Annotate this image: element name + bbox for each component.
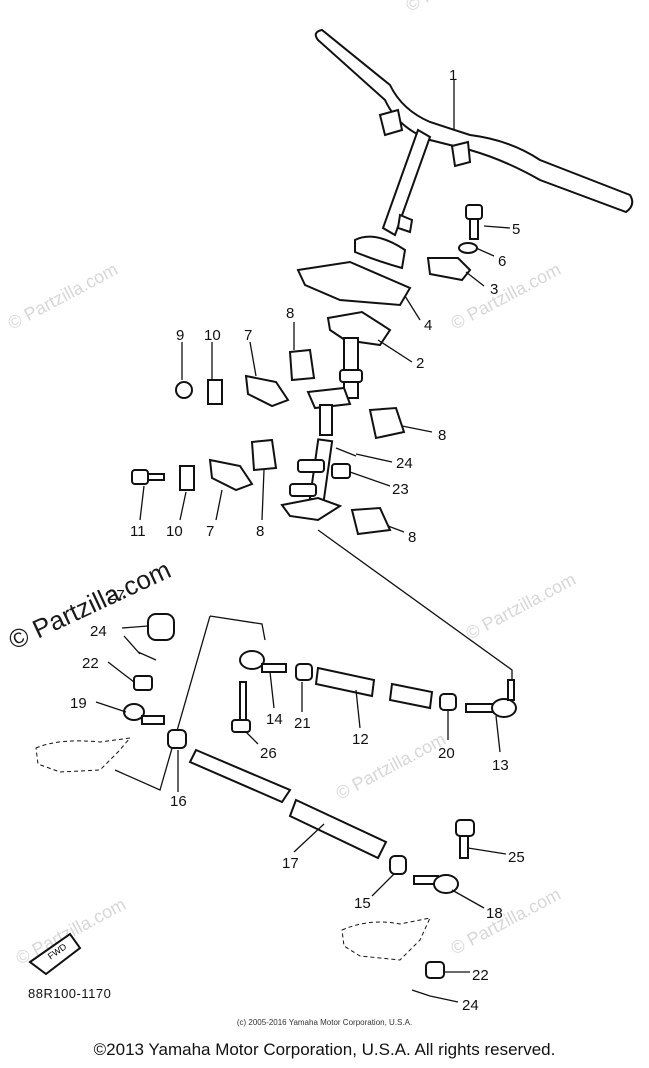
part-10-plate <box>207 379 223 405</box>
copyright-notice: ©2013 Yamaha Motor Corporation, U.S.A. A… <box>93 1040 556 1059</box>
part-14-tie-rod-end <box>239 650 287 673</box>
callout-label: 24 <box>90 623 107 640</box>
watermark: © Partzilla.com <box>462 569 578 644</box>
part-12-tube <box>388 682 434 710</box>
part-24-cotter-pin <box>335 447 357 457</box>
callout-label: 10 <box>204 327 221 344</box>
callout-label: 11 <box>130 523 146 540</box>
part-8-bushing <box>368 406 406 440</box>
part-12-tube <box>314 666 376 698</box>
callout-label: 2 <box>416 355 424 372</box>
part-8-bushing <box>250 438 278 472</box>
callout-label: 7 <box>206 523 214 540</box>
part-7-clamp <box>244 374 290 408</box>
callout-label: 7 <box>244 327 252 344</box>
callout-label: 4 <box>424 317 432 334</box>
callout-label: 20 <box>438 745 455 762</box>
credit-line: (c) 2005-2016 Yamaha Motor Corporation, … <box>236 1018 413 1027</box>
bracket-line <box>209 615 266 641</box>
callout-label: 21 <box>294 715 311 732</box>
callout-label: 27 <box>108 587 125 604</box>
lower-shaft <box>280 438 343 522</box>
callout-label: 22 <box>82 655 99 672</box>
part-10-plate <box>179 465 195 491</box>
callout-label: 12 <box>352 731 369 748</box>
part-6-washer <box>458 242 478 254</box>
watermark: © Partzilla.com <box>447 884 563 959</box>
part-5-bolt <box>465 204 483 240</box>
part-17-rod <box>188 748 292 804</box>
callout-label: 16 <box>170 793 187 810</box>
callout-label: 26 <box>260 745 277 762</box>
part-3-holder <box>426 257 472 282</box>
part-7-clamp <box>208 458 254 492</box>
knuckle-outline <box>35 737 132 773</box>
callout-label: 13 <box>492 757 509 774</box>
callout-label: 23 <box>392 481 409 498</box>
callout-label: 9 <box>176 327 184 344</box>
part-25-bolt <box>455 819 475 859</box>
watermark: © Partzilla.com <box>4 259 120 334</box>
callout-label: 22 <box>472 967 489 984</box>
fwd-arrow-icon: FWD <box>28 932 82 976</box>
part-27-cap <box>147 613 175 641</box>
part-22-nut <box>425 961 445 979</box>
callout-label: 24 <box>396 455 413 472</box>
watermark: © Partzilla.com <box>402 0 518 16</box>
callout-label: 17 <box>282 855 299 872</box>
part-4-plate <box>296 260 412 307</box>
callout-label: 8 <box>408 529 416 546</box>
callout-label: 3 <box>490 281 498 298</box>
callout-label: 5 <box>512 221 520 238</box>
callout-label: 15 <box>354 895 371 912</box>
part-24-cotter-pin <box>137 651 157 661</box>
knuckle-outline <box>341 917 431 961</box>
callout-label: 18 <box>486 905 503 922</box>
callout-label: 14 <box>266 711 283 728</box>
part-15-nut <box>389 855 407 875</box>
part-16-nut <box>167 729 187 749</box>
link-line <box>317 529 513 680</box>
handlebar <box>314 28 634 270</box>
watermark-main: © Partzilla.com <box>4 554 175 655</box>
part-17-rod <box>288 798 388 860</box>
callout-label: 19 <box>70 695 87 712</box>
part-13-tie-rod-end <box>465 679 517 718</box>
part-2-column <box>306 310 392 436</box>
callout-label: 24 <box>462 997 479 1014</box>
diagram-code: 88R100-1170 <box>28 986 112 1001</box>
callout-label: 8 <box>286 305 294 322</box>
bracket-line <box>114 615 211 791</box>
part-19-tie-rod-end <box>123 703 165 725</box>
callout-label: 1 <box>449 67 457 84</box>
part-18-tie-rod-end <box>413 874 459 894</box>
part-8-bushing <box>350 506 392 536</box>
callout-label: 25 <box>508 849 525 866</box>
leader-lines <box>95 80 511 1003</box>
watermark: © Partzilla.com <box>332 729 448 804</box>
part-11-bolt <box>131 469 165 485</box>
callout-label: 10 <box>166 523 183 540</box>
part-21-nut <box>295 663 313 681</box>
watermark: © Partzilla.com <box>12 894 128 969</box>
callout-label: 6 <box>498 253 506 270</box>
part-23-nut <box>331 463 351 479</box>
part-8-bushing <box>288 348 316 382</box>
part-24-cotter-pin <box>411 989 431 997</box>
part-26-bolt <box>231 681 251 733</box>
part-9-nut <box>175 381 193 399</box>
callout-labels: 1 2 3 4 5 6 8 9 10 7 8 24 23 11 10 7 8 8… <box>70 67 525 1014</box>
part-20-nut <box>439 693 457 711</box>
callout-label: 8 <box>256 523 264 540</box>
callout-label: 8 <box>438 427 446 444</box>
part-22-nut <box>133 675 153 691</box>
